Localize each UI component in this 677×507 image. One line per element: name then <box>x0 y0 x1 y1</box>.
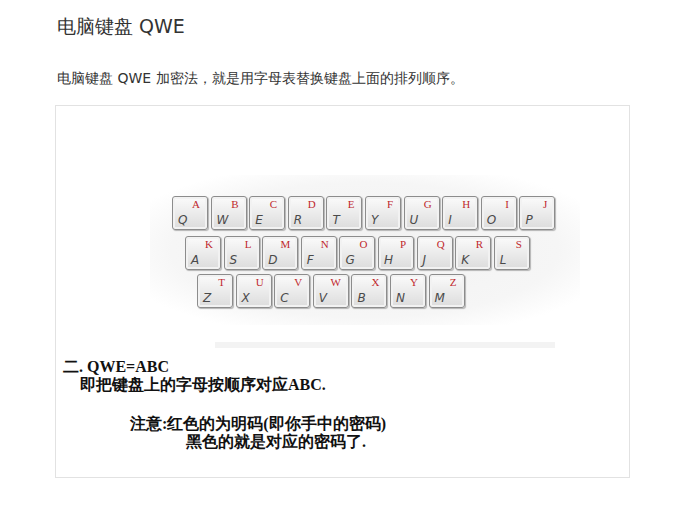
keyboard-key: RK <box>455 236 491 270</box>
key-letter: T <box>332 214 339 226</box>
plain-letter: A <box>192 199 200 210</box>
plain-letter: M <box>280 239 290 250</box>
key-letter: I <box>448 214 452 226</box>
keyboard-key: YN <box>390 274 426 308</box>
plain-letter: L <box>245 239 252 250</box>
keyboard-key: UX <box>236 274 272 308</box>
key-letter: Y <box>371 214 378 226</box>
image-frame <box>56 106 630 478</box>
keyboard-key: WV <box>313 274 349 308</box>
plain-letter: T <box>218 277 225 288</box>
keyboard-key: LS <box>224 236 260 270</box>
key-letter: D <box>268 254 277 266</box>
keyboard-key: AQ <box>172 196 208 230</box>
key-letter: U <box>410 214 419 226</box>
key-letter: L <box>500 254 507 266</box>
plain-letter: H <box>462 199 470 210</box>
plain-letter: E <box>348 199 355 210</box>
key-letter: F <box>307 254 314 266</box>
keyboard-key: PH <box>378 236 414 270</box>
plain-letter: Z <box>450 277 457 288</box>
key-letter: R <box>294 214 302 226</box>
keyboard-key: GU <box>404 196 440 230</box>
key-letter: B <box>357 292 365 304</box>
keyboard-key: XB <box>351 274 387 308</box>
keyboard-key: BW <box>211 196 247 230</box>
plain-letter: I <box>505 199 509 210</box>
key-letter: V <box>319 292 327 304</box>
key-letter: K <box>461 254 469 266</box>
keyboard-key: CE <box>249 196 285 230</box>
plain-letter: W <box>330 277 340 288</box>
plain-letter: F <box>387 199 393 210</box>
keyboard-key: NF <box>301 236 337 270</box>
key-letter: Z <box>203 292 211 304</box>
keyboard-key: JP <box>519 196 555 230</box>
note-text: 注意:红色的为明码(即你手中的密码) <box>130 414 386 435</box>
key-letter: O <box>487 214 496 226</box>
key-letter: C <box>280 292 288 304</box>
plain-letter: X <box>371 277 379 288</box>
key-letter: A <box>191 254 199 266</box>
keyboard-key: ZM <box>429 274 465 308</box>
key-letter: Q <box>178 214 187 226</box>
plain-letter: P <box>400 239 406 250</box>
plain-letter: B <box>231 199 238 210</box>
plain-letter: C <box>270 199 277 210</box>
key-letter: E <box>255 214 263 226</box>
plain-letter: J <box>543 199 547 210</box>
plain-letter: R <box>476 239 483 250</box>
key-letter: G <box>345 254 354 266</box>
note-text: 黑色的就是对应的密码了. <box>186 432 366 453</box>
rule-text: 即把键盘上的字母按顺序对应ABC. <box>80 375 326 396</box>
keyboard-key: TZ <box>197 274 233 308</box>
plain-letter: N <box>321 239 329 250</box>
plain-letter: Y <box>410 277 418 288</box>
plain-letter: G <box>424 199 432 210</box>
intro-text: 电脑键盘 QWE 加密法，就是用字母表替换键盘上面的排列顺序。 <box>57 70 464 88</box>
keyboard-ground <box>150 175 580 325</box>
plain-letter: D <box>308 199 316 210</box>
key-letter: J <box>423 254 427 266</box>
keyboard-key: DR <box>288 196 324 230</box>
key-letter: W <box>217 214 229 226</box>
plain-letter: V <box>294 277 302 288</box>
faint-strip <box>215 342 555 348</box>
key-letter: M <box>435 292 445 304</box>
key-letter: N <box>396 292 405 304</box>
page-title: 电脑键盘 QWE <box>57 14 185 40</box>
plain-letter: K <box>205 239 213 250</box>
plain-letter: O <box>359 239 367 250</box>
keyboard-key: ET <box>326 196 362 230</box>
plain-letter: S <box>516 239 522 250</box>
plain-letter: U <box>256 277 264 288</box>
keyboard-key: HI <box>442 196 478 230</box>
key-letter: P <box>525 214 532 226</box>
plain-letter: Q <box>437 239 445 250</box>
keyboard-key: MD <box>262 236 298 270</box>
key-letter: S <box>230 254 238 266</box>
key-letter: X <box>242 292 250 304</box>
keyboard-key: QJ <box>417 236 453 270</box>
keyboard-key: VC <box>274 274 310 308</box>
keyboard-key: FY <box>365 196 401 230</box>
key-letter: H <box>384 254 393 266</box>
rule-heading: 二. QWE=ABC <box>63 357 169 378</box>
keyboard-key: KA <box>185 236 221 270</box>
keyboard-key: SL <box>494 236 530 270</box>
keyboard-key: OG <box>339 236 375 270</box>
keyboard-key: IO <box>481 196 517 230</box>
